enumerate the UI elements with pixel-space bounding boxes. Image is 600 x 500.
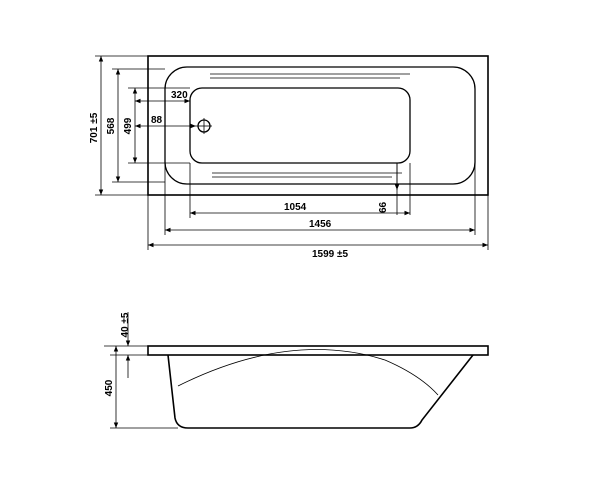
inner-depth-label: 568 bbox=[106, 117, 117, 134]
rim-thickness-label: 40 ±5 bbox=[120, 312, 131, 337]
tub-rim bbox=[147, 345, 489, 356]
drain-offset-label: 320 bbox=[171, 90, 188, 101]
basin-floor bbox=[189, 87, 411, 164]
drain-icon bbox=[196, 118, 212, 134]
drain-center-label: 88 bbox=[151, 115, 163, 126]
top-width-label: 1599 ±5 bbox=[312, 249, 349, 260]
inner-rim bbox=[164, 66, 476, 185]
backrest-curve bbox=[177, 349, 439, 396]
tub-outline bbox=[147, 55, 489, 196]
drain-dimensions: 320 88 bbox=[135, 90, 196, 129]
horizontal-dimensions: 1054 1456 1599 ±5 bbox=[147, 160, 489, 260]
tub-body bbox=[167, 354, 474, 429]
top-view bbox=[147, 55, 489, 196]
end-offset-dimension: 66 bbox=[378, 163, 411, 215]
vertical-dimensions: 701 ±5 568 499 bbox=[89, 55, 190, 196]
overall-depth-label: 701 ±5 bbox=[89, 112, 100, 143]
inner-width-label: 1456 bbox=[309, 219, 332, 230]
basin-depth-label: 499 bbox=[123, 117, 134, 134]
side-view bbox=[147, 345, 489, 429]
basin-length-label: 1054 bbox=[284, 202, 307, 213]
tub-height-label: 450 bbox=[104, 379, 115, 396]
side-dimensions: 40 ±5 450 bbox=[104, 312, 178, 429]
end-offset-label: 66 bbox=[378, 201, 389, 213]
